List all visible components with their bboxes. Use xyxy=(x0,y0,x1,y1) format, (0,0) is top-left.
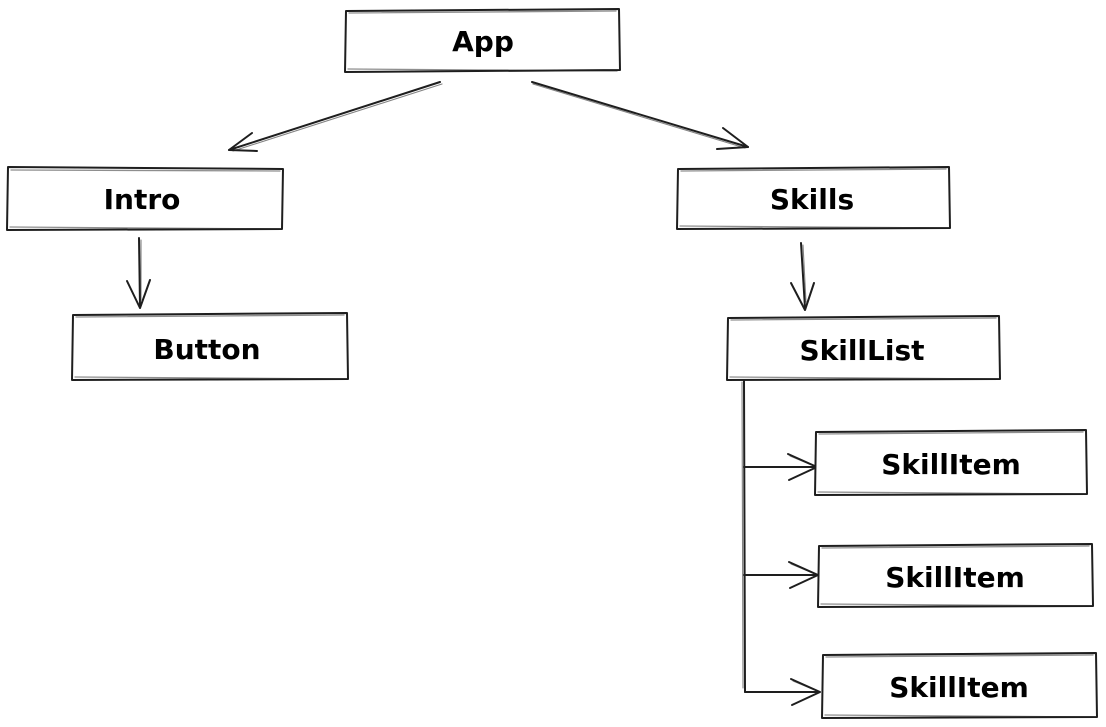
edge-skilllist-skillitem-2 xyxy=(743,561,819,589)
node-skills-box-overdraw xyxy=(679,168,948,229)
node-button-label: Button xyxy=(153,333,260,366)
edge-line xyxy=(138,237,141,307)
edge-skilllist-skillitem-1 xyxy=(743,453,818,481)
edge-app-skills xyxy=(531,81,749,150)
trunk-line-overdraw xyxy=(741,381,744,689)
edge-app-intro xyxy=(228,81,443,152)
edge-line-overdraw xyxy=(232,83,443,152)
node-button-box xyxy=(71,312,349,381)
node-skilllist-label: SkillList xyxy=(799,334,924,367)
node-skilllist-box-overdraw xyxy=(729,317,998,380)
node-app-label: App xyxy=(452,25,514,58)
edge-skills-skilllist xyxy=(790,242,815,311)
arrowhead-overdraw xyxy=(792,680,818,692)
node-skillitem-2-box-overdraw xyxy=(820,545,1091,607)
arrowhead-overdraw xyxy=(789,455,815,467)
node-skills-box xyxy=(676,166,951,230)
node-skilllist: SkillList xyxy=(726,315,1001,381)
edge-line-overdraw xyxy=(532,83,746,149)
edge-line xyxy=(800,242,806,309)
node-button-box-overdraw xyxy=(74,314,346,380)
node-skillitem-1-box xyxy=(814,429,1088,496)
node-skillitem-1: SkillItem xyxy=(814,429,1088,496)
edge-line xyxy=(228,81,441,151)
node-intro-label: Intro xyxy=(104,183,181,216)
node-skillitem-2: SkillItem xyxy=(817,543,1094,608)
arrowhead xyxy=(790,282,815,311)
node-app-box xyxy=(344,8,621,73)
node-skills: Skills xyxy=(676,166,951,230)
arrowhead xyxy=(228,132,258,152)
node-skilllist-box xyxy=(726,315,1001,381)
edge-line-overdraw xyxy=(802,244,807,303)
node-skillitem-3-box xyxy=(821,652,1098,719)
node-intro-box xyxy=(6,166,284,231)
arrowhead xyxy=(126,279,151,309)
node-skillitem-1-label: SkillItem xyxy=(881,448,1021,481)
node-skillitem-2-box xyxy=(817,543,1094,608)
node-skills-label: Skills xyxy=(770,183,854,216)
node-app-box-overdraw xyxy=(347,10,618,72)
node-skillitem-3-box-overdraw xyxy=(824,654,1095,718)
edge-skilllist-trunk xyxy=(741,379,746,693)
arrowhead xyxy=(716,127,749,150)
node-button: Button xyxy=(71,312,349,381)
edge-line xyxy=(531,81,749,148)
node-skillitem-2-label: SkillItem xyxy=(885,561,1025,594)
node-skillitem-3: SkillItem xyxy=(821,652,1098,719)
node-intro: Intro xyxy=(6,166,284,231)
node-intro-box-overdraw xyxy=(9,169,281,230)
trunk-line xyxy=(743,379,746,693)
arrowhead-overdraw xyxy=(790,563,816,575)
node-skillitem-3-label: SkillItem xyxy=(889,671,1029,704)
edge-intro-button xyxy=(126,237,151,309)
node-skillitem-1-box-overdraw xyxy=(817,431,1085,495)
edge-skilllist-skillitem-3 xyxy=(744,678,821,706)
node-app: App xyxy=(344,8,621,73)
